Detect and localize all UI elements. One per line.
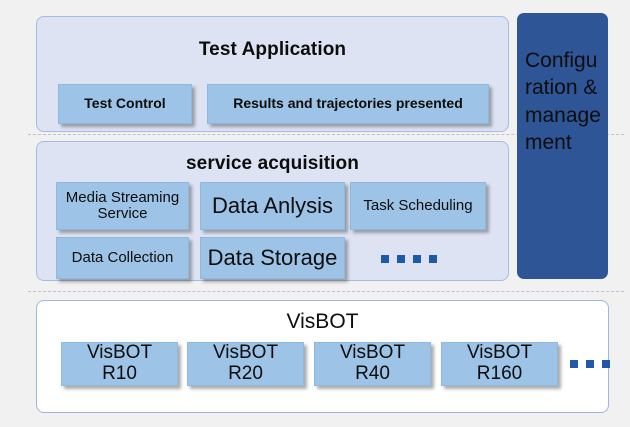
layer-visbot: VisBOT VisBOT R10 VisBOT R20 VisBOT R40 … — [36, 300, 610, 413]
box-task-scheduling[interactable]: Task Scheduling — [350, 182, 486, 230]
box-data-storage[interactable]: Data Storage — [200, 237, 345, 279]
box-visbot-r160[interactable]: VisBOT R160 — [441, 342, 558, 386]
layer-title-test-application: Test Application — [198, 39, 347, 60]
service-ellipsis-indicator — [381, 255, 437, 263]
box-visbot-r10[interactable]: VisBOT R10 — [61, 342, 178, 386]
panel-configuration-and-management[interactable]: Configuration & management — [517, 13, 608, 279]
layer-divider-upper — [28, 134, 624, 135]
layer-title-visbot: VisBOT — [286, 310, 359, 333]
box-test-control[interactable]: Test Control — [58, 84, 192, 124]
box-visbot-r20[interactable]: VisBOT R20 — [187, 342, 304, 386]
layer-service-acquisition: service acquisition Media Streaming Serv… — [36, 141, 509, 281]
box-data-anlysis[interactable]: Data Anlysis — [200, 182, 345, 230]
box-results-and-trajectories-presented[interactable]: Results and trajectories presented — [207, 84, 489, 124]
layer-divider-lower — [28, 291, 624, 292]
box-media-streaming-service[interactable]: Media Streaming Service — [56, 182, 189, 230]
box-data-collection[interactable]: Data Collection — [56, 237, 189, 279]
layer-title-service-acquisition: service acquisition — [186, 153, 359, 174]
visbot-ellipsis-indicator — [570, 360, 610, 368]
box-visbot-r40[interactable]: VisBOT R40 — [314, 342, 431, 386]
layer-test-application: Test Application Test Control Results an… — [36, 16, 509, 132]
